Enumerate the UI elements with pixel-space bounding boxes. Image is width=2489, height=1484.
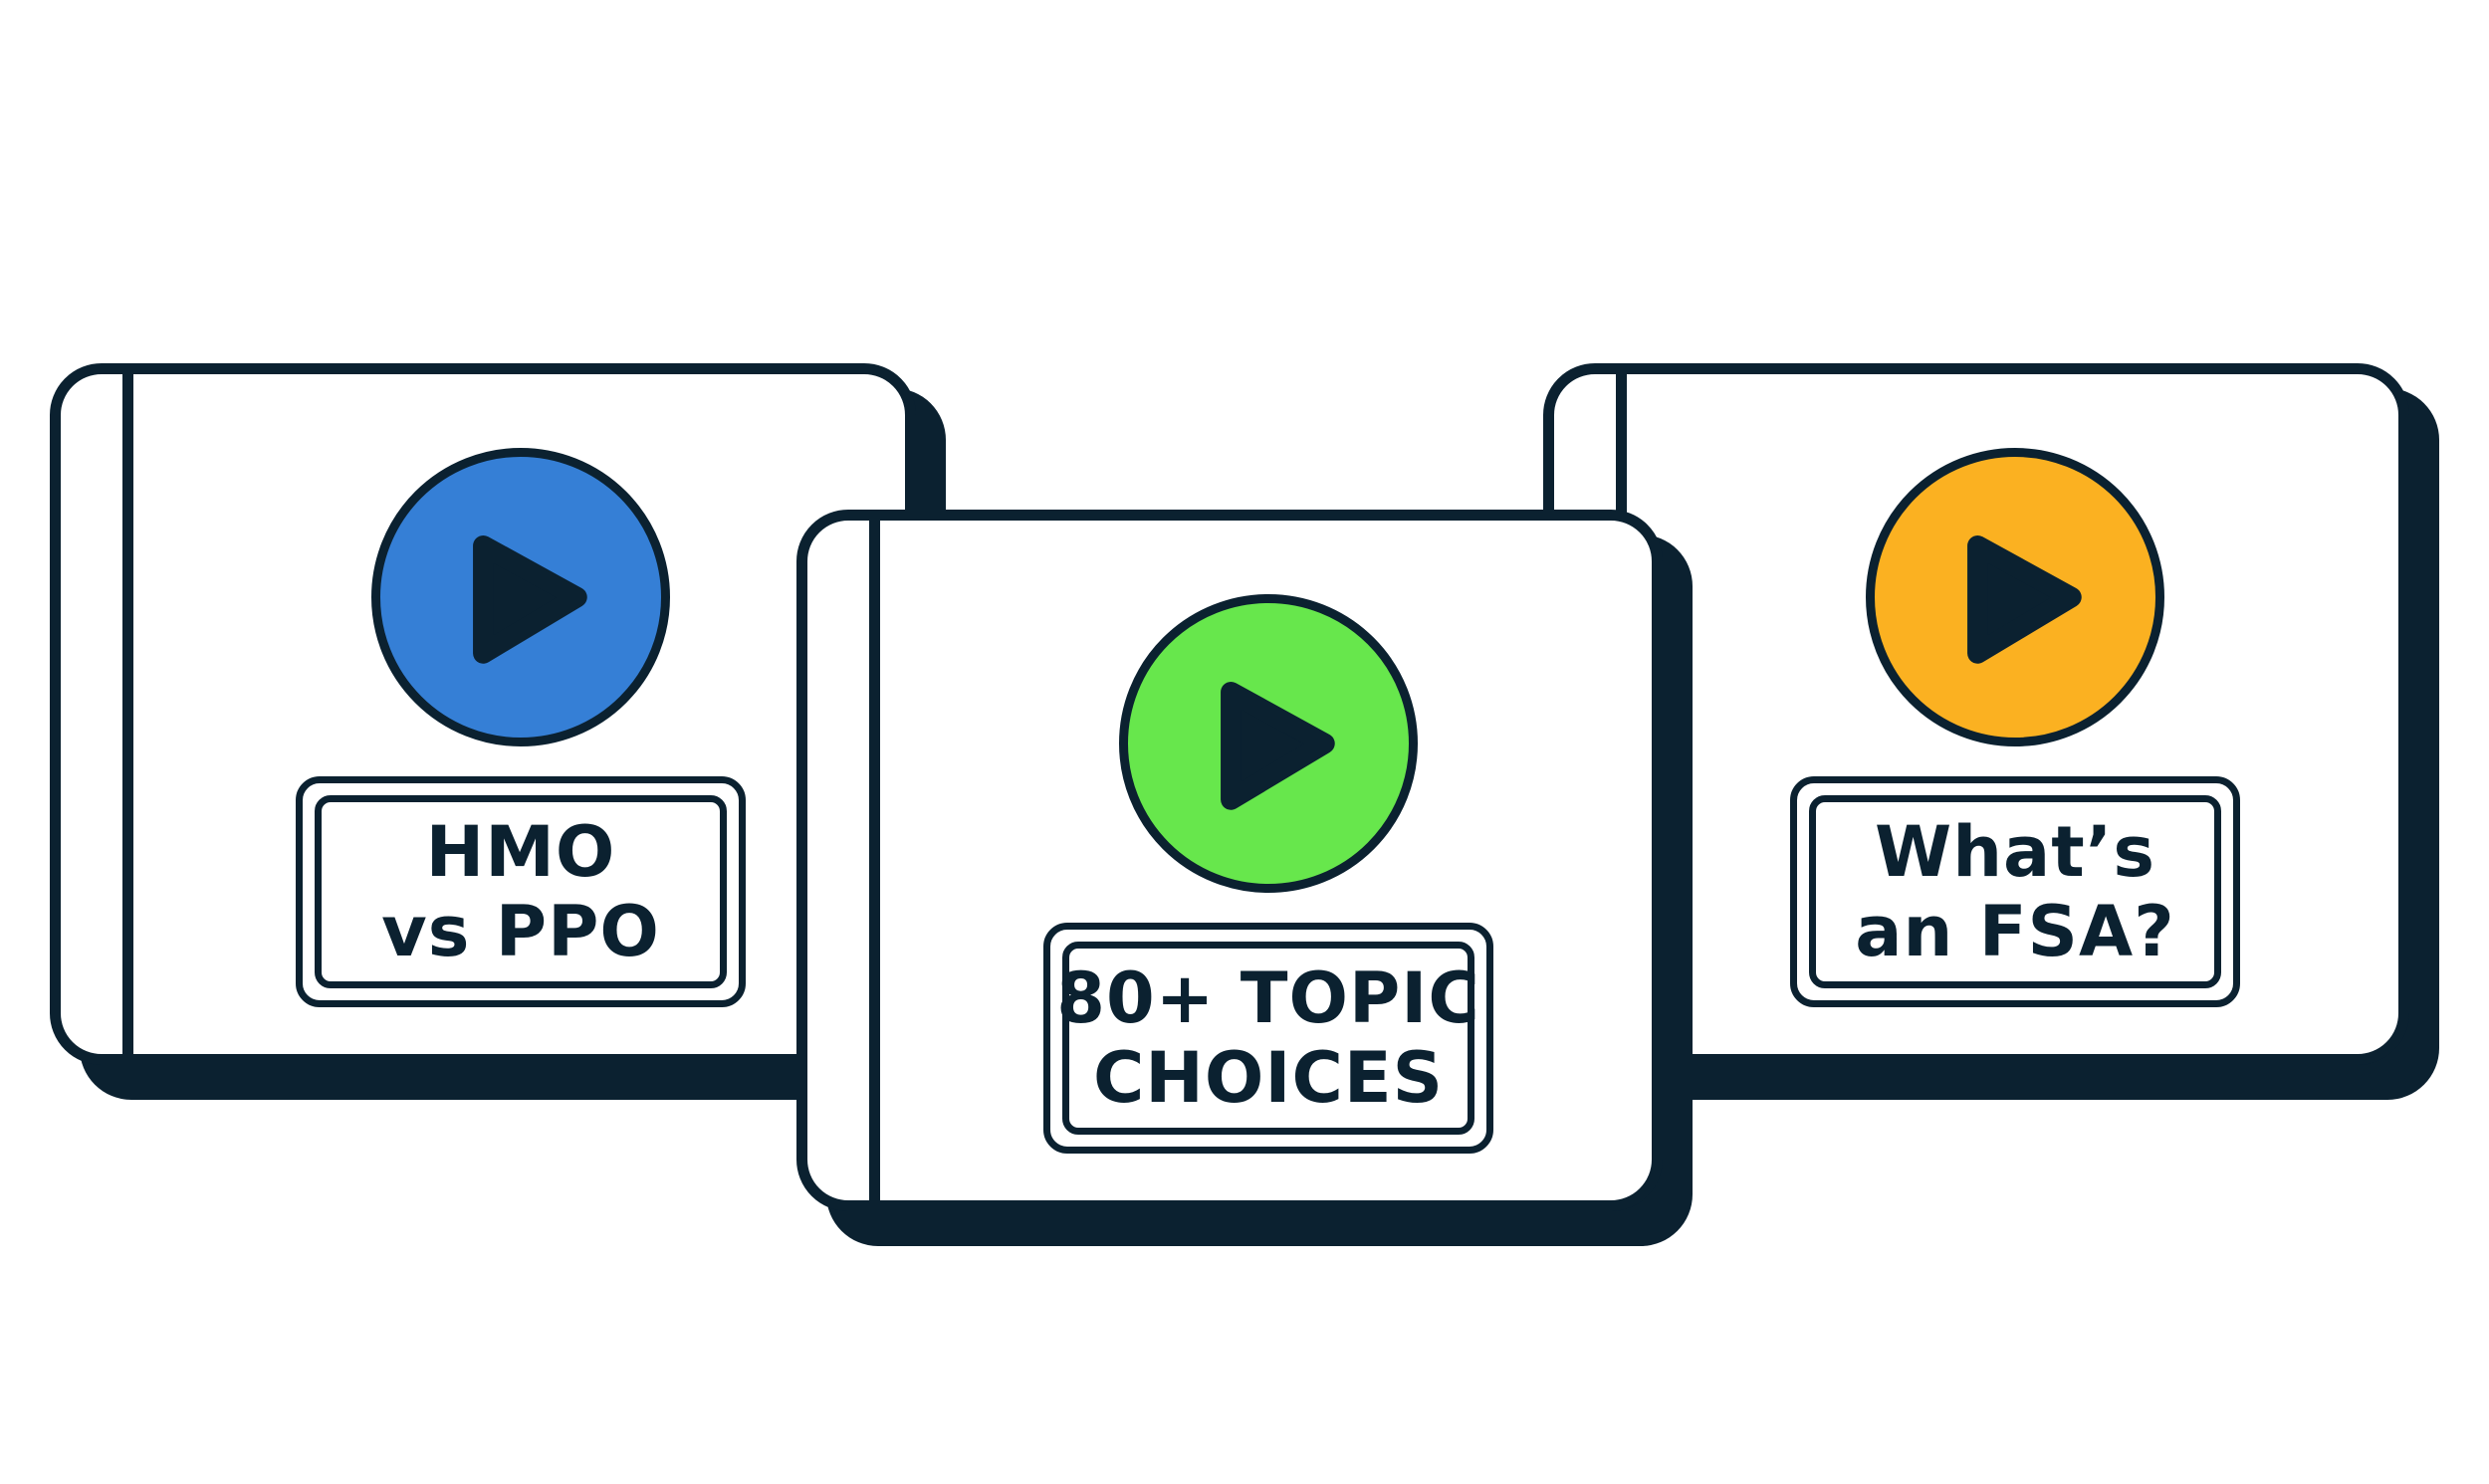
topic-title-line-2: vs PPO [381, 891, 660, 972]
play-button-topics[interactable] [1119, 594, 1418, 893]
topic-title-line-2: CHOICES [1092, 1037, 1445, 1119]
play-icon [473, 534, 587, 664]
topic-label-inner: HMO vs PPO [315, 795, 727, 988]
video-card-hmo[interactable]: HMO vs PPO [50, 363, 946, 1100]
topic-title-line-1: HMO [425, 811, 616, 893]
topic-label-inner: 80+ TOPIC CHOICES [1056, 942, 1479, 1135]
topic-title-line-2: an FSA? [1855, 891, 2175, 972]
card-spine [869, 510, 880, 1211]
play-icon [1221, 681, 1335, 810]
topic-label-topics: 80+ TOPIC CHOICES [1043, 923, 1493, 1154]
topic-title-line-1: 80+ TOPIC [1056, 957, 1480, 1039]
play-button-hmo[interactable] [371, 448, 670, 746]
play-icon [1967, 534, 2082, 664]
card-spine [122, 363, 133, 1065]
topic-label-fsa: What’s an FSA? [1790, 776, 2240, 1007]
topic-title-line-1: What’s [1874, 811, 2155, 893]
topic-label-inner: What’s an FSA? [1809, 795, 2221, 988]
play-button-fsa[interactable] [1866, 448, 2164, 746]
video-card-topics[interactable]: 80+ TOPIC CHOICES [796, 510, 1693, 1246]
topic-label-hmo: HMO vs PPO [296, 776, 746, 1007]
